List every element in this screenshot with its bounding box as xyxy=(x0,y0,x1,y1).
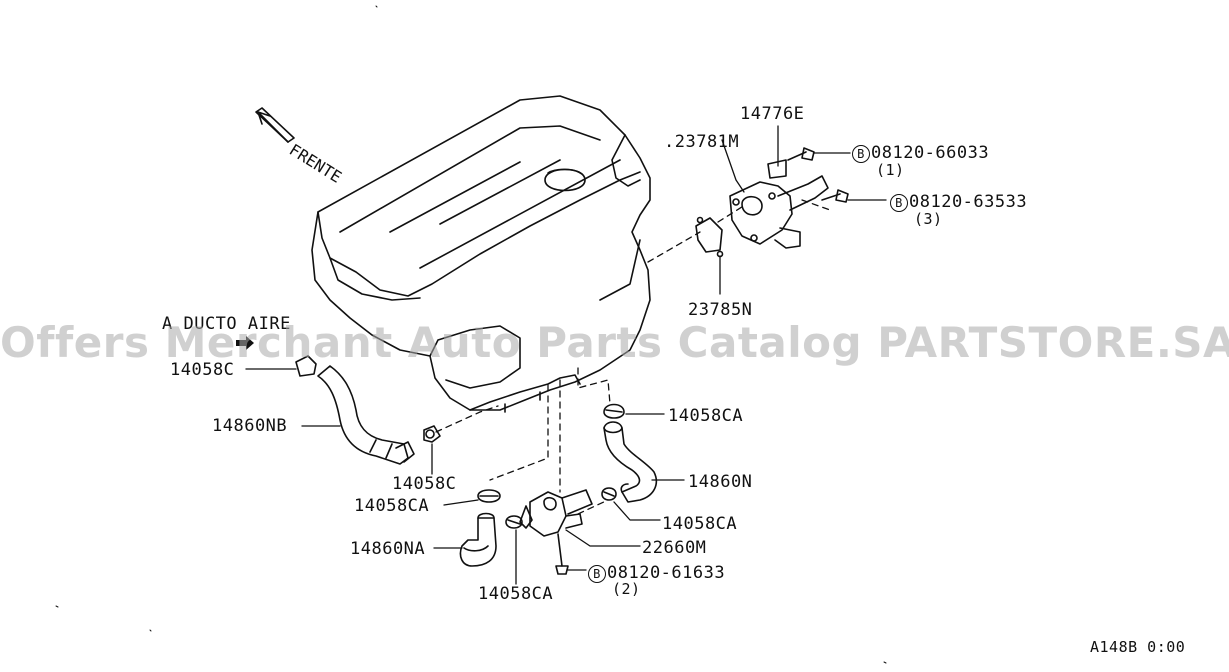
hose-14860n xyxy=(603,421,658,503)
clamp-14058c-top xyxy=(295,355,317,377)
part-label-14058c-mid[interactable]: 14058C xyxy=(392,474,457,494)
bolt-number: 08120-66033 xyxy=(871,143,990,163)
clamp-14058ca-right xyxy=(601,487,617,501)
figure-code: A148B 0:00 xyxy=(1090,638,1186,656)
part-label-22660m[interactable]: 22660M xyxy=(642,538,707,558)
part-label-23781m[interactable]: .23781M xyxy=(664,132,740,152)
part-label-14058c-top[interactable]: 14058C xyxy=(170,360,235,380)
part-label-14058ca-left[interactable]: 14058CA xyxy=(354,496,430,516)
bolt-badge-icon: B xyxy=(588,565,606,583)
part-label-14860n[interactable]: 14860N xyxy=(688,472,753,492)
water-inlet-22660m xyxy=(519,489,593,537)
part-label-23785n[interactable]: 23785N xyxy=(688,300,753,320)
bolt-qty-2: (2) xyxy=(612,580,641,598)
bolt-badge-icon: B xyxy=(890,194,908,212)
bolt-badge-icon: B xyxy=(852,145,870,163)
dashed-leader-lines xyxy=(435,199,831,515)
water-outlet-housing xyxy=(729,159,829,249)
bolt-number: 08120-61633 xyxy=(607,563,726,583)
hose-14860na xyxy=(459,512,497,567)
clamp-14058ca-bottom xyxy=(505,515,523,529)
clamp-14058ca-right-top xyxy=(603,403,625,419)
air-duct-label: A DUCTO AIRE xyxy=(162,314,291,334)
bolt-qty-3: (3) xyxy=(914,210,943,228)
hose-14860nb xyxy=(317,365,415,465)
part-label-14058ca-right-top[interactable]: 14058CA xyxy=(668,406,744,426)
duct-arrow-icon xyxy=(236,336,254,350)
gasket-23785n xyxy=(695,216,724,258)
front-arrow-icon xyxy=(255,107,295,143)
scan-specks xyxy=(55,5,887,664)
part-label-14058ca-bottom[interactable]: 14058CA xyxy=(478,584,554,604)
bolt-08120-66033 xyxy=(787,147,815,161)
clamp-14058c-mid xyxy=(423,425,441,443)
part-label-14776e[interactable]: 14776E xyxy=(740,104,805,124)
bolt-qty-1: (1) xyxy=(876,161,905,179)
part-label-14860na[interactable]: 14860NA xyxy=(350,539,426,559)
clamp-14058ca-left xyxy=(477,489,501,503)
part-label-14058ca-right[interactable]: 14058CA xyxy=(662,514,738,534)
bolt-number: 08120-63533 xyxy=(909,192,1028,212)
bolt-08120-63533 xyxy=(821,189,849,203)
bolt-08120-61633 xyxy=(555,533,569,575)
watermark-text: Offers Merchant Auto Parts Catalog PARTS… xyxy=(0,318,1229,367)
part-label-14860nb[interactable]: 14860NB xyxy=(212,416,288,436)
label-leader-lines xyxy=(245,125,887,585)
engine-outline xyxy=(311,95,651,413)
